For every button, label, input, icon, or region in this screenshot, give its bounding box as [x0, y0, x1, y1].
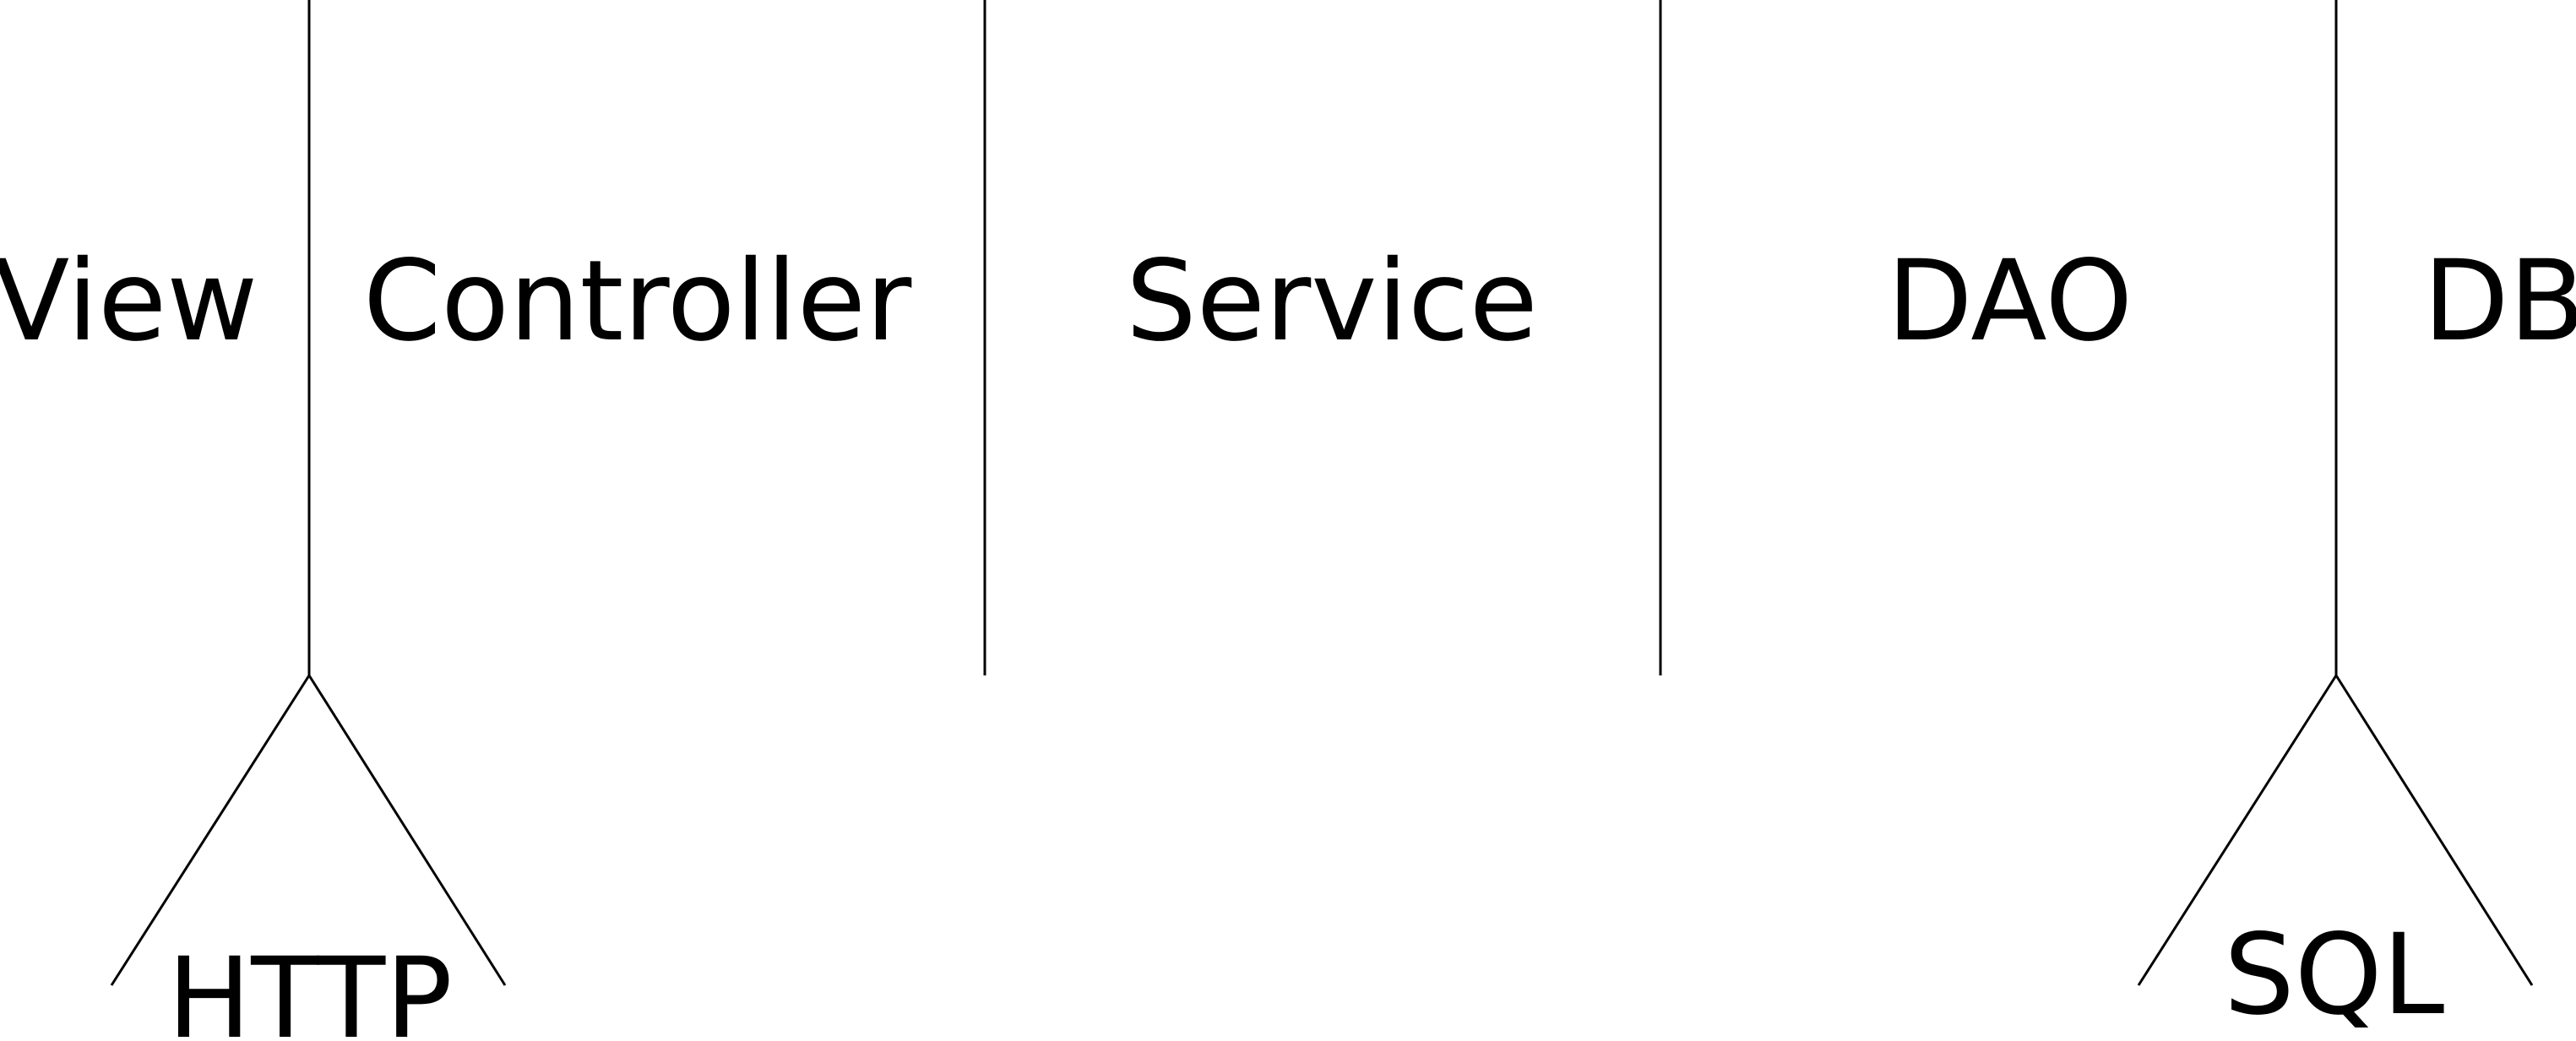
layer-label-view: View: [0, 236, 258, 366]
protocol-label-http: HTTP: [167, 934, 453, 1041]
layer-label-dao: DAO: [1887, 236, 2133, 366]
layer-label-service: Service: [1126, 236, 1538, 366]
sql-fork-left: [2137, 675, 2338, 986]
http-fork-right: [307, 675, 507, 986]
sql-fork-right: [2334, 675, 2534, 986]
http-fork-left: [110, 675, 311, 986]
layer-label-controller: Controller: [363, 236, 912, 366]
layer-label-db: DB: [2423, 236, 2576, 366]
protocol-label-sql: SQL: [2224, 910, 2444, 1040]
